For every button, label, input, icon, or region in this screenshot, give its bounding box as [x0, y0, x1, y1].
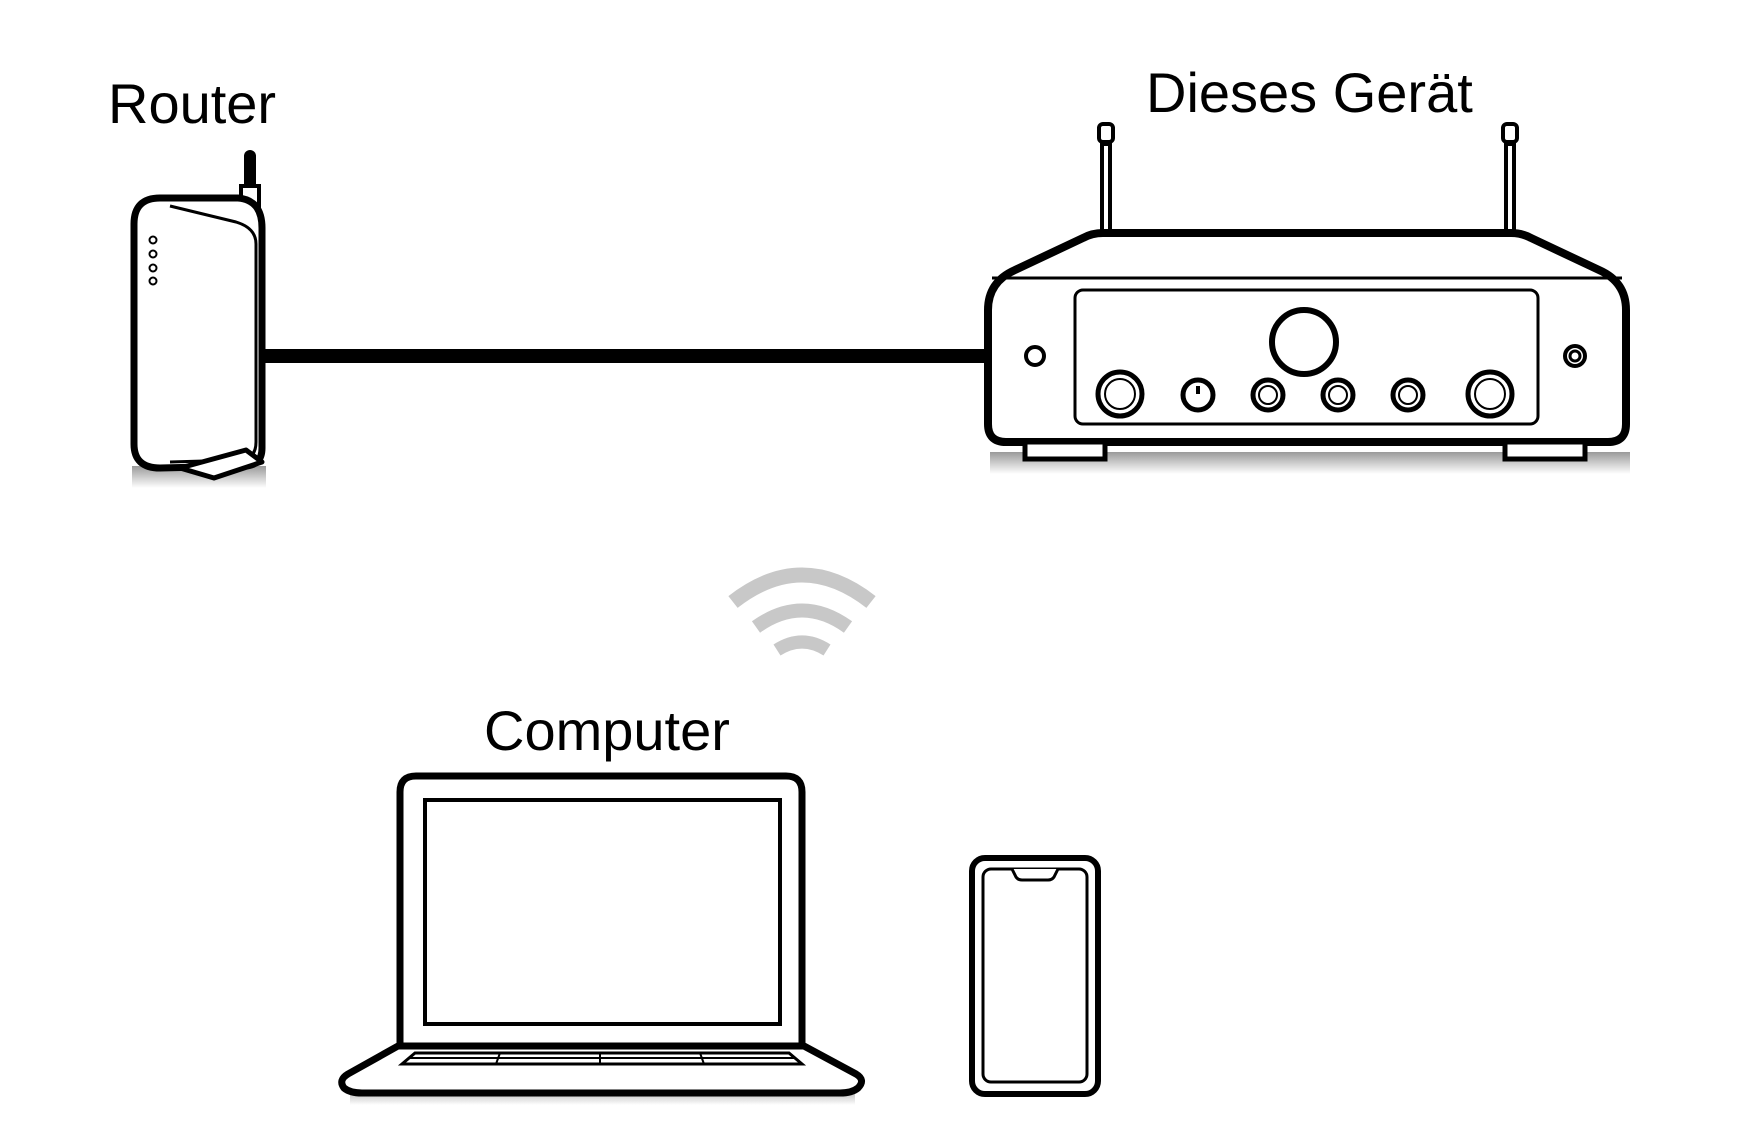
ethernet-cable: [262, 349, 987, 363]
router-label: Router: [108, 72, 277, 135]
laptop-icon: [338, 772, 865, 1105]
smartphone-icon: [969, 855, 1101, 1097]
device-label: Dieses Gerät: [1146, 61, 1473, 124]
amplifier-icon: [984, 122, 1630, 474]
wifi-icon: [728, 567, 876, 656]
router-icon: [130, 150, 266, 488]
computer-label: Computer: [484, 699, 730, 762]
